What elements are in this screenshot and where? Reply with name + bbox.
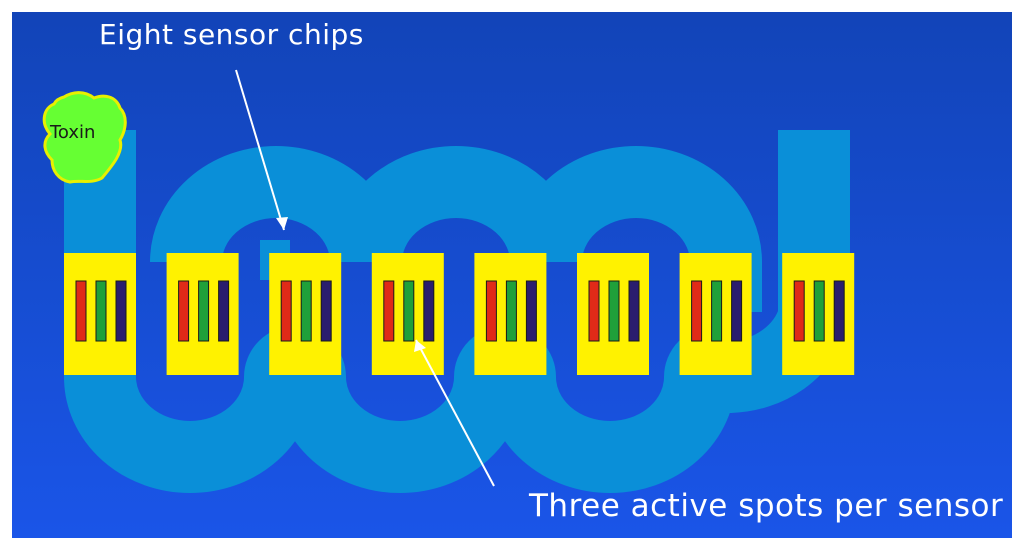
active-spot-2-1 <box>178 280 190 342</box>
diagram-canvas: Eight sensor chips Three active spots pe… <box>12 12 1012 538</box>
active-spot-6-3 <box>628 280 640 342</box>
active-spot-3-1 <box>280 280 292 342</box>
active-spot-8-1 <box>793 280 805 342</box>
toxin-blob <box>42 91 127 184</box>
diagram-svg <box>12 12 1012 538</box>
active-spot-6-1 <box>588 280 600 342</box>
fluid-channel-upper-loops <box>150 146 762 312</box>
arrow-to-spot <box>414 339 495 487</box>
active-spot-8-2 <box>813 280 825 342</box>
active-spot-4-1 <box>383 280 395 342</box>
active-spot-1-2 <box>95 280 107 342</box>
active-spot-7-1 <box>691 280 703 342</box>
active-spot-6-2 <box>608 280 620 342</box>
active-spot-3-2 <box>300 280 312 342</box>
active-spot-2-3 <box>218 280 230 342</box>
active-spot-5-3 <box>525 280 537 342</box>
active-spot-4-2 <box>403 280 415 342</box>
active-spot-7-2 <box>711 280 723 342</box>
sensor-chips <box>64 253 855 375</box>
chips-label: Eight sensor chips <box>99 18 364 51</box>
spots-label: Three active spots per sensor <box>529 488 1004 524</box>
active-spot-5-1 <box>485 280 497 342</box>
active-spot-3-3 <box>320 280 332 342</box>
active-spot-2-2 <box>198 280 210 342</box>
toxin-label: Toxin <box>50 122 96 143</box>
active-spot-1-3 <box>115 280 127 342</box>
active-spot-8-3 <box>833 280 845 342</box>
active-spot-5-2 <box>505 280 517 342</box>
active-spot-4-3 <box>423 280 435 342</box>
active-spot-7-3 <box>731 280 743 342</box>
active-spot-1-1 <box>75 280 87 342</box>
arrow-to-chip <box>235 69 288 231</box>
